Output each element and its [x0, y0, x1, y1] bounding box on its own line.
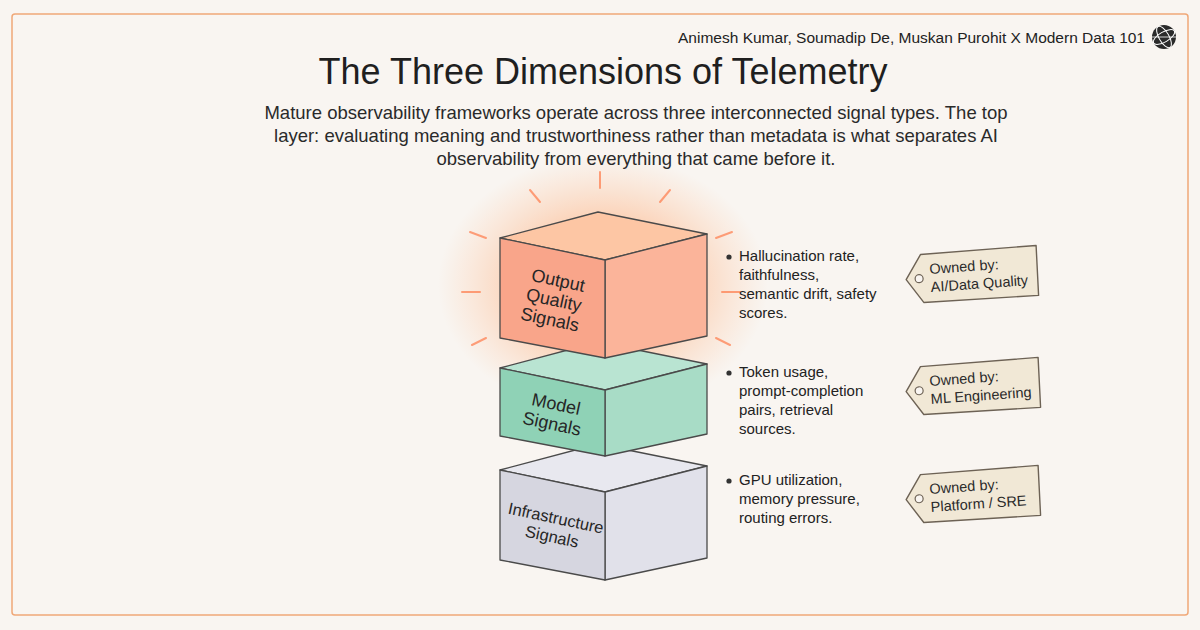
ray	[470, 232, 486, 238]
cube-face	[500, 368, 605, 456]
bullets	[726, 254, 731, 483]
tag-shape	[904, 357, 1041, 416]
cube-face	[605, 364, 707, 456]
logo-icon	[1151, 24, 1177, 50]
signal-list: GPU utilization, memory pressure, routin…	[739, 470, 881, 527]
tag-hole	[915, 386, 924, 395]
ray	[599, 172, 601, 188]
ray	[530, 190, 540, 202]
tag-shape	[904, 245, 1039, 304]
tag-shape	[904, 465, 1041, 524]
bullet-dot	[726, 254, 731, 259]
logo-line	[1152, 37, 1176, 38]
ray	[716, 338, 730, 345]
tag-text-box: Owned by:Platform / SRE	[929, 473, 1037, 516]
subtitle: Mature observability frameworks operate …	[248, 101, 1024, 170]
cube-face	[500, 238, 605, 358]
ray	[660, 190, 670, 202]
ray	[716, 232, 732, 238]
signal-list: Token usage, prompt-completion pairs, re…	[739, 362, 881, 438]
ray	[722, 291, 740, 293]
title: The Three Dimensions of Telemetry	[200, 50, 1006, 94]
logo-circle	[1152, 25, 1176, 49]
frame-border	[12, 14, 1188, 615]
glow	[438, 155, 768, 415]
tag-hole	[915, 494, 924, 503]
tag-hole	[915, 274, 924, 283]
bullet-dot	[726, 370, 731, 375]
attribution: Animesh Kumar, Soumadip De, Muskan Puroh…	[560, 28, 1145, 48]
owner-tag: Owned by:ML Engineering	[904, 357, 1041, 416]
tag-text-box: Owned by:ML Engineering	[929, 365, 1037, 408]
owner-tag: Owned by:AI/Data Quality	[904, 245, 1039, 304]
cube-face	[605, 234, 707, 358]
logo-orbit	[1151, 27, 1177, 48]
ray	[462, 291, 480, 293]
cube-face	[605, 466, 707, 580]
ray	[472, 338, 486, 345]
signal-cube: Output Quality Signals	[498, 208, 710, 358]
bullet-dot	[726, 478, 731, 483]
owner-tag: Owned by:Platform / SRE	[904, 465, 1041, 524]
signal-list: Hallucination rate, faithfulness, semant…	[739, 246, 881, 322]
signal-cube: Infrastructure Signals	[498, 440, 710, 580]
tag-text-box: Owned by:AI/Data Quality	[929, 253, 1035, 296]
